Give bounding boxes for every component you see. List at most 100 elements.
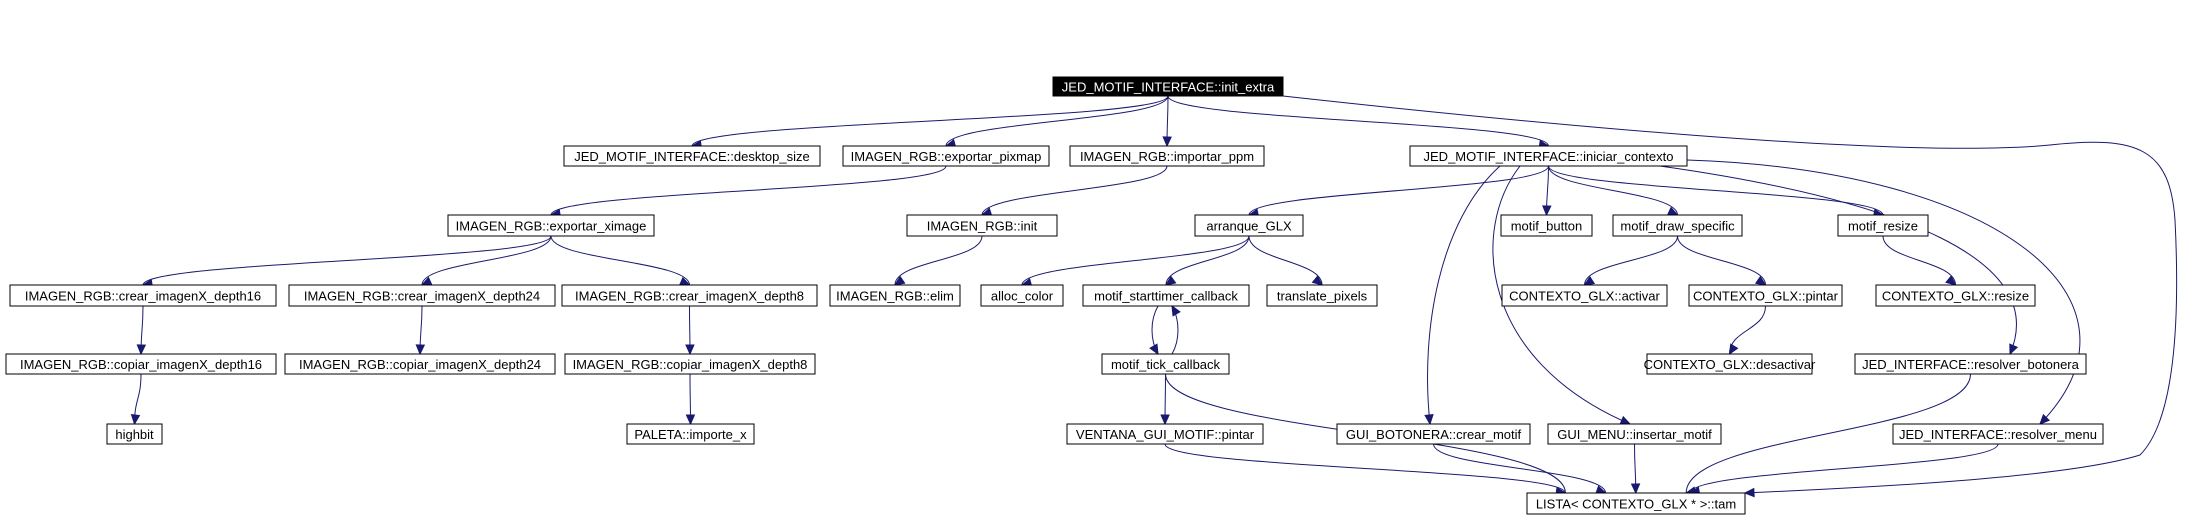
node-label: GUI_BOTONERA::crear_motif (1346, 427, 1522, 442)
node-importe_x[interactable]: PALETA::importe_x (626, 423, 755, 445)
edge-init_extra-to-desktop_size (691, 95, 1169, 147)
node-box (564, 353, 816, 375)
node-motif_tick[interactable]: motif_tick_callback (1101, 353, 1230, 375)
node-box (829, 284, 961, 307)
edge-iniciar_contexto-to-botonera_crear (1427, 165, 1501, 425)
node-copiar_depth16[interactable]: IMAGEN_RGB::copiar_imagenX_depth16 (5, 353, 277, 375)
node-exportar_pixmap[interactable]: IMAGEN_RGB::exportar_pixmap (842, 145, 1050, 167)
edge-init_extra-to-exportar_pixmap (945, 95, 1169, 147)
edge-importar_ppm-to-img_init (981, 165, 1168, 216)
edge-crear_depth16-to-copiar_depth16-arrowhead (136, 344, 147, 356)
node-ctx_pintar[interactable]: CONTEXTO_GLX::pintar (1688, 284, 1843, 307)
node-label: motif_resize (1848, 219, 1918, 234)
edge-motif_resize-to-ctx_resize-arrowhead (1945, 275, 1957, 286)
edge-init_extra-to-importar_ppm-arrowhead (1162, 136, 1172, 148)
node-arranque_glx[interactable]: arranque_GLX (1194, 214, 1304, 237)
node-iniciar_contexto[interactable]: JED_MOTIF_INTERFACE::iniciar_contexto (1409, 145, 1688, 167)
edge-motif_resize-to-ctx_resize (1882, 235, 1956, 286)
node-label: motif_tick_callback (1111, 357, 1221, 372)
edge-exportar_ximage-to-crear_depth8 (550, 235, 690, 286)
edge-resolver_menu-to-lista_tam (1689, 443, 1999, 494)
node-label: GUI_MENU::insertar_motif (1557, 427, 1712, 442)
edge-copiar_depth16-to-highbit-arrowhead (130, 414, 141, 426)
node-motif_button[interactable]: motif_button (1500, 214, 1593, 237)
node-motif_draw_specific[interactable]: motif_draw_specific (1612, 214, 1743, 237)
node-resolver_menu[interactable]: JED_INTERFACE::resolver_menu (1892, 423, 2104, 445)
node-label: IMAGEN_RGB::importar_ppm (1080, 149, 1254, 164)
node-crear_depth8[interactable]: IMAGEN_RGB::crear_imagenX_depth8 (561, 284, 818, 307)
node-box (1101, 353, 1230, 375)
node-box (106, 423, 163, 445)
node-box (1066, 423, 1264, 445)
node-box (288, 284, 556, 307)
node-label: motif_draw_specific (1620, 219, 1735, 234)
node-box (1266, 284, 1378, 307)
node-box (1892, 423, 2104, 445)
node-crear_depth24[interactable]: IMAGEN_RGB::crear_imagenX_depth24 (288, 284, 556, 307)
node-exportar_ximage[interactable]: IMAGEN_RGB::exportar_ximage (447, 214, 655, 237)
node-box (626, 423, 755, 445)
edge-iniciar_contexto-to-motif_resize (1548, 165, 1884, 216)
node-box (1082, 284, 1250, 307)
node-ctx_activar[interactable]: CONTEXTO_GLX::activar (1501, 284, 1668, 307)
edge-crear_depth24-to-copiar_depth24-arrowhead (415, 344, 426, 356)
edge-copiar_depth8-to-importe_x-arrowhead (685, 414, 696, 426)
node-label: CONTEXTO_GLX::resize (1882, 289, 2029, 304)
edge-motif_starttimer-to-motif_tick-arrowhead (1149, 343, 1159, 356)
node-ctx_resize[interactable]: CONTEXTO_GLX::resize (1875, 284, 2036, 307)
edge-botonera_crear-to-lista_tam (1433, 443, 1607, 494)
edge-motif_draw_specific-to-ctx_activar (1584, 235, 1678, 286)
node-label: IMAGEN_RGB::exportar_ximage (456, 219, 647, 234)
edge-iniciar_contexto-to-resolver_botonera (1659, 165, 2017, 355)
node-box (1612, 214, 1743, 237)
edge-arranque_glx-to-motif_starttimer-arrowhead (1165, 275, 1177, 286)
edge-img_init-to-img_elim (894, 235, 983, 286)
node-label: IMAGEN_RGB::crear_imagenX_depth16 (25, 289, 261, 304)
node-label: IMAGEN_RGB::exportar_pixmap (851, 149, 1042, 164)
node-translate_pixels[interactable]: translate_pixels (1266, 284, 1378, 307)
node-lista_tam[interactable]: LISTA< CONTEXTO_GLX * >::tam (1526, 492, 1746, 515)
node-img_elim[interactable]: IMAGEN_RGB::elim (829, 284, 961, 307)
node-label: JED_MOTIF_INTERFACE::init_extra (1062, 80, 1275, 95)
node-box (1837, 214, 1929, 237)
node-desktop_size[interactable]: JED_MOTIF_INTERFACE::desktop_size (563, 145, 821, 167)
edge-iniciar_contexto-to-motif_button-arrowhead (1542, 205, 1552, 217)
node-copiar_depth24[interactable]: IMAGEN_RGB::copiar_imagenX_depth24 (284, 353, 556, 375)
node-box (980, 284, 1064, 307)
node-box (1854, 353, 2087, 375)
node-label: JED_INTERFACE::resolver_menu (1899, 427, 2097, 442)
node-box (1501, 284, 1668, 307)
edge-exportar_ximage-to-crear_depth24 (421, 235, 552, 286)
edge-iniciar_contexto-to-menu_insertar (1492, 165, 1631, 425)
node-box (447, 214, 655, 237)
node-copiar_depth8[interactable]: IMAGEN_RGB::copiar_imagenX_depth8 (564, 353, 816, 375)
node-box (1688, 284, 1843, 307)
node-init_extra[interactable]: JED_MOTIF_INTERFACE::init_extra (1052, 76, 1284, 97)
edge-exportar_pixmap-to-exportar_ximage (550, 165, 947, 216)
node-crear_depth16[interactable]: IMAGEN_RGB::crear_imagenX_depth16 (9, 284, 277, 307)
node-ventana_pintar[interactable]: VENTANA_GUI_MOTIF::pintar (1066, 423, 1264, 445)
node-box (1875, 284, 2036, 307)
node-botonera_crear[interactable]: GUI_BOTONERA::crear_motif (1336, 423, 1531, 445)
node-menu_insertar[interactable]: GUI_MENU::insertar_motif (1547, 423, 1722, 445)
node-importar_ppm[interactable]: IMAGEN_RGB::importar_ppm (1069, 145, 1265, 167)
edge-init_extra-to-lista_tam (1282, 95, 2178, 494)
edge-init_extra-to-iniciar_contexto (1167, 95, 1549, 147)
node-label: LISTA< CONTEXTO_GLX * >::tam (1536, 497, 1736, 512)
node-label: CONTEXTO_GLX::activar (1509, 289, 1660, 304)
node-alloc_color[interactable]: alloc_color (980, 284, 1064, 307)
node-highbit[interactable]: highbit (106, 423, 163, 445)
edge-crear_depth8-to-copiar_depth8-arrowhead (685, 344, 695, 356)
edge-motif_draw_specific-to-ctx_pintar-arrowhead (1754, 275, 1767, 286)
node-resolver_botonera[interactable]: JED_INTERFACE::resolver_botonera (1854, 353, 2087, 375)
node-label: translate_pixels (1277, 289, 1368, 304)
node-motif_starttimer[interactable]: motif_starttimer_callback (1082, 284, 1250, 307)
node-label: arranque_GLX (1206, 219, 1292, 234)
node-motif_resize[interactable]: motif_resize (1837, 214, 1929, 237)
node-label: IMAGEN_RGB::crear_imagenX_depth24 (304, 289, 540, 304)
node-img_init[interactable]: IMAGEN_RGB::init (906, 214, 1058, 237)
edge-iniciar_contexto-to-motif_draw_specific (1548, 165, 1678, 216)
node-ctx_desactivar[interactable]: CONTEXTO_GLX::desactivar (1644, 353, 1816, 375)
edge-arranque_glx-to-motif_starttimer (1165, 235, 1250, 286)
